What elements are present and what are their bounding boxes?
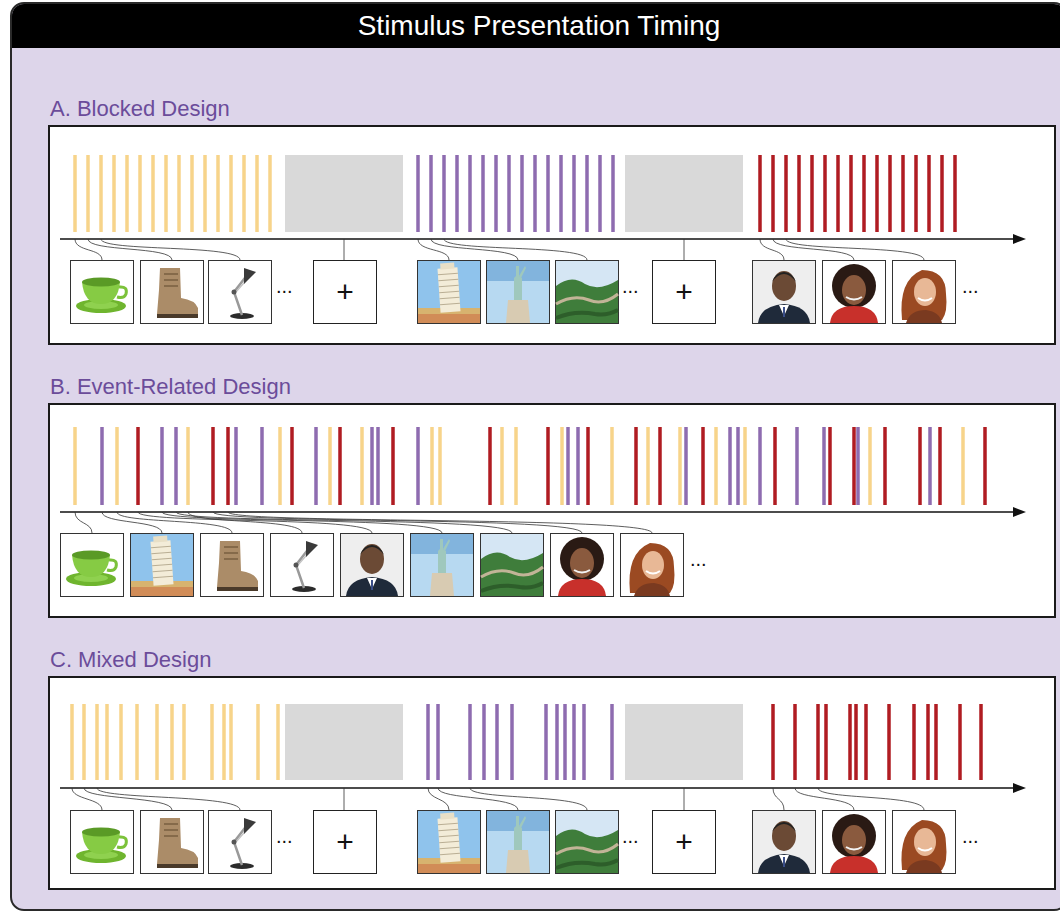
face-thumbnail: [753, 261, 816, 324]
place-bars: [428, 704, 612, 780]
lamp-thumbnail: [209, 261, 272, 324]
cup-thumbnail: [71, 811, 134, 874]
fixation-cross: +: [675, 827, 693, 857]
axis-arrowhead: [1013, 783, 1026, 793]
leader-lines: [75, 239, 924, 260]
statue-thumbnail: [487, 261, 550, 324]
diagram-title: Stimulus Presentation Timing: [358, 10, 721, 42]
leader-lines: [72, 788, 924, 810]
face-thumbnail: [893, 261, 956, 324]
face-thumbnail: [823, 261, 886, 324]
face-thumbnail: [621, 534, 684, 597]
place-bars: [418, 155, 613, 232]
rest-block: [285, 704, 403, 780]
design-panel: A. Blocked Design + +: [48, 95, 1056, 345]
face-thumbnail: [893, 811, 956, 874]
rest-block: [625, 155, 743, 232]
time-axis: [60, 787, 1016, 789]
lamp-thumbnail: [209, 811, 272, 874]
face-bars: [760, 155, 955, 232]
axis-arrowhead: [1013, 234, 1026, 244]
face-bars: [138, 427, 985, 505]
wall-thumbnail: [556, 811, 619, 874]
title-bar: Stimulus Presentation Timing: [12, 4, 1060, 48]
section-heading: B. Event-Related Design: [50, 373, 291, 401]
face-thumbnail: [823, 811, 886, 874]
panel-box: [48, 125, 1056, 345]
continuation-dots: ...: [276, 276, 293, 296]
axis-arrowhead: [1013, 507, 1026, 517]
face-thumbnail: [551, 534, 614, 597]
continuation-dots: ...: [622, 826, 639, 846]
fixation-box: +: [652, 810, 716, 874]
design-panel: B. Event-Related Design: [48, 373, 1056, 618]
panel-box: [48, 676, 1056, 890]
fixation-box: +: [313, 810, 377, 874]
cup-thumbnail: [71, 261, 134, 324]
place-bars: [102, 427, 930, 505]
wall-thumbnail: [556, 261, 619, 324]
tower-thumbnail: [418, 811, 481, 874]
statue-thumbnail: [411, 534, 474, 597]
boot-thumbnail: [201, 534, 264, 597]
time-axis: [60, 238, 1016, 240]
continuation-dots: ...: [690, 549, 707, 569]
object-bars: [72, 704, 278, 780]
section-heading: A. Blocked Design: [50, 95, 230, 123]
design-panel: C. Mixed Design + +: [48, 646, 1056, 890]
tower-thumbnail: [418, 261, 481, 324]
continuation-dots: ...: [622, 276, 639, 296]
continuation-dots: ...: [962, 826, 979, 846]
rest-block: [625, 704, 743, 780]
continuation-dots: ...: [962, 276, 979, 296]
boot-thumbnail: [141, 261, 204, 324]
face-bars: [773, 704, 981, 780]
wall-thumbnail: [481, 534, 544, 597]
fixation-box: +: [652, 260, 716, 324]
boot-thumbnail: [141, 811, 204, 874]
tower-thumbnail: [131, 534, 194, 597]
face-thumbnail: [341, 534, 404, 597]
time-axis: [60, 511, 1016, 513]
fixation-cross: +: [675, 277, 693, 307]
panel-box: [48, 403, 1056, 618]
face-thumbnail: [753, 811, 816, 874]
leader-lines: [75, 512, 652, 533]
section-heading: C. Mixed Design: [50, 646, 211, 674]
object-bars: [75, 427, 963, 505]
cup-thumbnail: [61, 534, 124, 597]
fixation-cross: +: [336, 277, 354, 307]
rest-block: [285, 155, 403, 232]
object-bars: [75, 155, 270, 232]
fixation-cross: +: [336, 827, 354, 857]
statue-thumbnail: [487, 811, 550, 874]
lamp-thumbnail: [271, 534, 334, 597]
continuation-dots: ...: [276, 826, 293, 846]
fixation-box: +: [313, 260, 377, 324]
